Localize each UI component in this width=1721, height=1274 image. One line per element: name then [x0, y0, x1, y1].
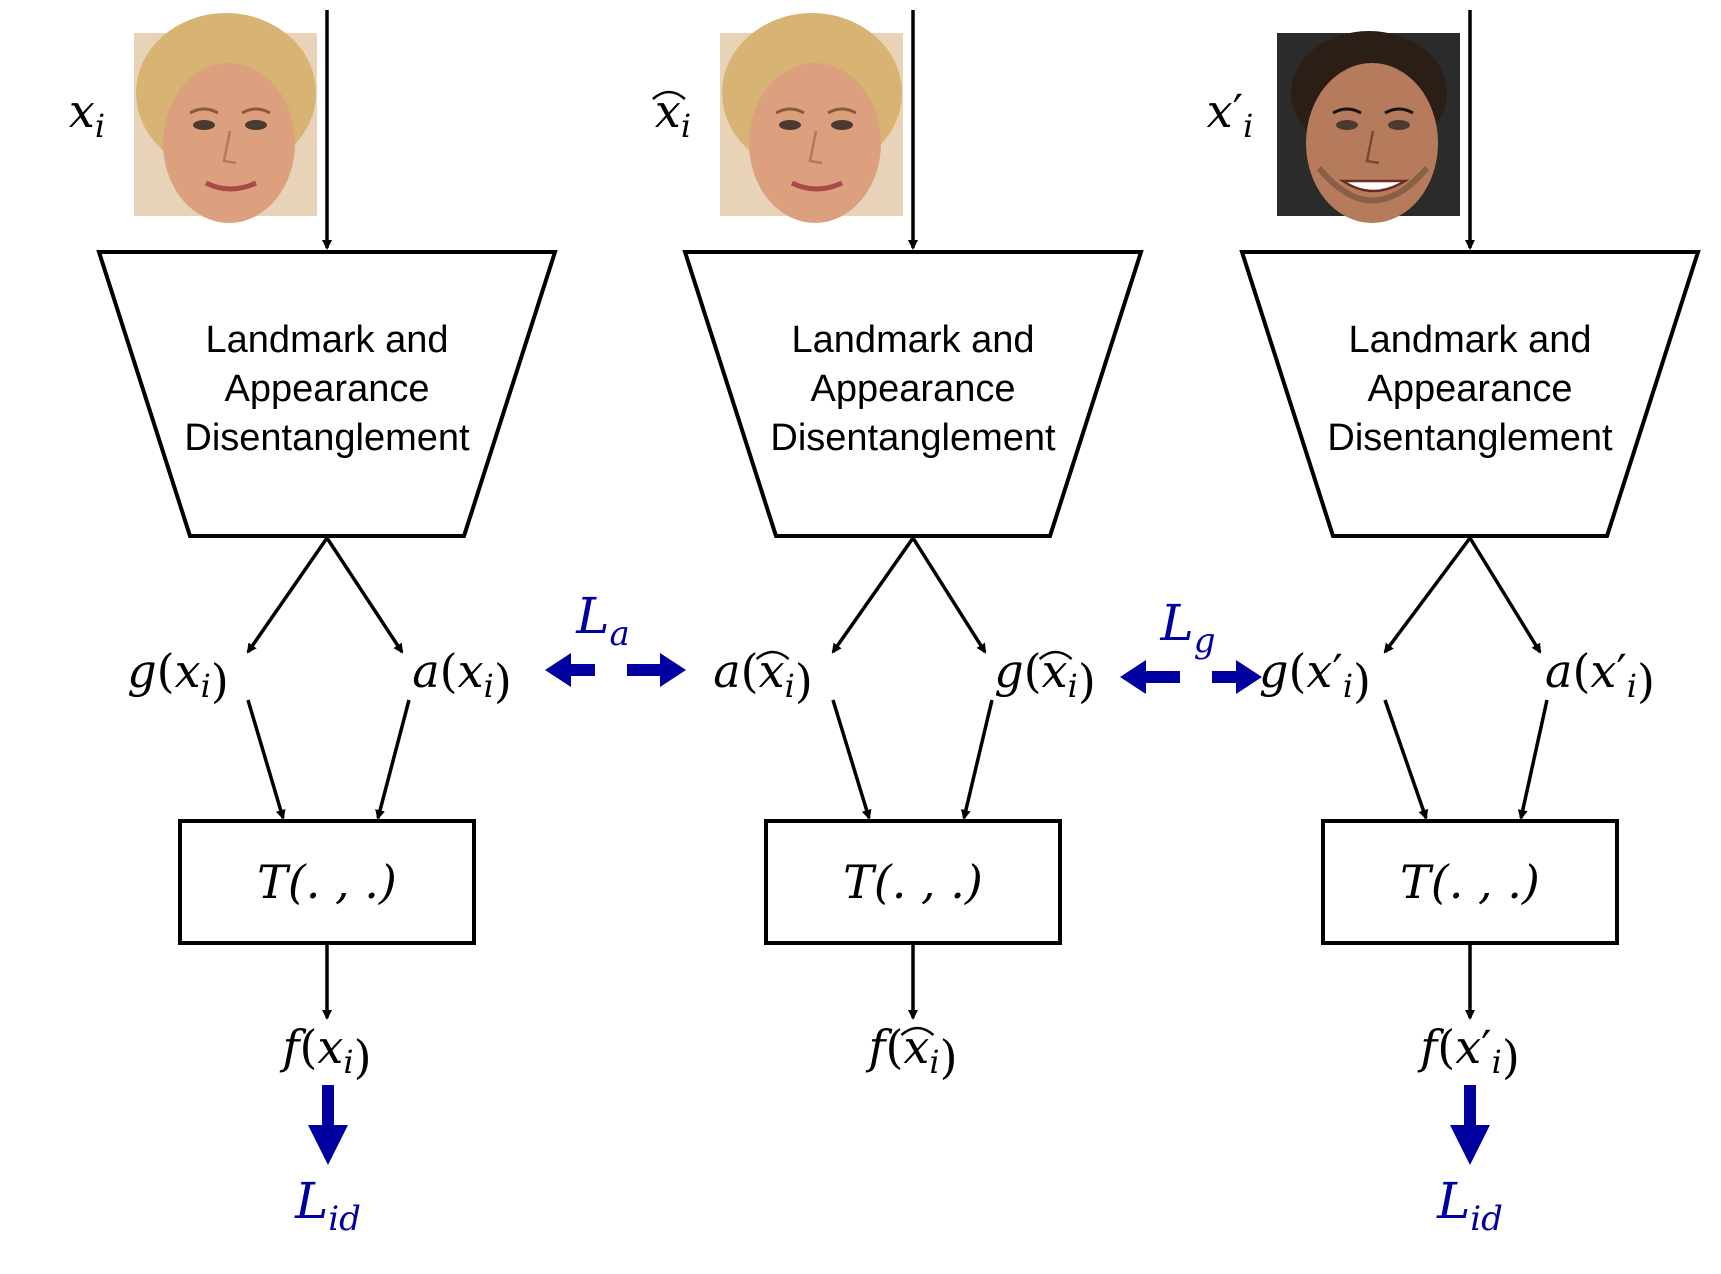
output-right-other: a(x′i): [1545, 644, 1655, 708]
block-label-line: Landmark and: [1349, 319, 1592, 361]
input-label-anchor: xi: [69, 84, 105, 145]
loss-arrow-left: [545, 653, 595, 687]
block-label-line: Appearance: [811, 368, 1016, 410]
block-label-line: Disentanglement: [1327, 417, 1613, 459]
split-arrow-left: [1383, 536, 1472, 654]
identity-loss-arrow: [308, 1085, 348, 1165]
feature-anchor: f(xi): [279, 1020, 371, 1084]
transform-box: [764, 819, 1062, 945]
blonde-woman-face: [134, 13, 317, 223]
hat-accent: [1038, 650, 1073, 660]
output-left-other: g(x′i): [1259, 644, 1371, 708]
geometry-loss-label: Lg: [1160, 594, 1216, 661]
svg-text:f(xi): f(xi): [279, 1020, 371, 1084]
loss-arrow-right: [627, 653, 686, 687]
input-label-other: x′i: [1207, 84, 1254, 145]
output-left-reconstructed: a(xi): [713, 644, 813, 708]
merge-arrow-left: [831, 699, 872, 820]
transform-label: T(. , .): [843, 855, 983, 909]
transform-box: [1321, 819, 1619, 945]
split-arrow-left: [246, 537, 329, 654]
input-label-reconstructed: xi: [652, 84, 691, 145]
output-left-anchor: g(xi): [127, 644, 229, 708]
output-right-anchor: a(xi): [412, 644, 512, 708]
split-arrow-right: [1468, 537, 1542, 654]
feature-other: f(x′i): [1417, 1020, 1520, 1084]
block-label-line: Disentanglement: [184, 417, 470, 459]
disentanglement-block: [1239, 250, 1701, 538]
cross-loss-layer: La Lg: [545, 587, 1262, 694]
split-arrow-right: [325, 537, 404, 654]
hat-accent: [652, 90, 686, 100]
svg-text:f(x′i): f(x′i): [1417, 1020, 1520, 1084]
loss-arrow-right: [1212, 660, 1262, 694]
feature-reconstructed: f(xi): [865, 1020, 957, 1084]
hat-accent: [900, 1026, 935, 1036]
disentanglement-block: [96, 250, 558, 538]
merge-arrow-right: [960, 699, 994, 820]
output-right-reconstructed: g(xi): [994, 644, 1096, 708]
transform-label: T(. , .): [1400, 855, 1540, 909]
appearance-loss-label: La: [575, 587, 629, 654]
merge-arrow-right: [375, 699, 411, 820]
svg-text:a(x′i): a(x′i): [1545, 644, 1655, 708]
svg-text:f(xi): f(xi): [865, 1020, 957, 1084]
loss-arrow-left: [1120, 660, 1180, 694]
svg-text:x′i: x′i: [1207, 84, 1254, 145]
block-label-line: Landmark and: [792, 319, 1035, 361]
block-label-line: Appearance: [225, 368, 430, 410]
merge-arrow-right: [1517, 699, 1549, 820]
block-label-line: Landmark and: [206, 319, 449, 361]
svg-text:g(xi): g(xi): [994, 644, 1096, 708]
disentanglement-block: [682, 250, 1144, 538]
split-arrow-left: [831, 536, 915, 654]
identity-loss-arrow: [1450, 1085, 1490, 1165]
svg-text:g(xi): g(xi): [127, 644, 229, 708]
identity-loss-label: Lid: [294, 1172, 361, 1239]
block-label-line: Disentanglement: [770, 417, 1056, 459]
split-arrow-right: [911, 537, 987, 654]
appearance-loss: La: [545, 587, 686, 687]
svg-text:a(xi): a(xi): [412, 644, 512, 708]
block-label-line: Appearance: [1368, 368, 1573, 410]
svg-text:xi: xi: [69, 84, 105, 145]
dark-haired-man-face: [1277, 31, 1460, 223]
blonde-woman-face: [720, 13, 903, 223]
merge-arrow-left: [1383, 699, 1429, 820]
hat-accent: [755, 650, 790, 660]
merge-arrow-left: [246, 699, 286, 820]
transform-box: [178, 819, 476, 945]
identity-loss-label: Lid: [1436, 1172, 1503, 1239]
svg-text:g(x′i): g(x′i): [1259, 644, 1371, 708]
transform-label: T(. , .): [257, 855, 397, 909]
geometry-loss: Lg: [1120, 594, 1262, 694]
